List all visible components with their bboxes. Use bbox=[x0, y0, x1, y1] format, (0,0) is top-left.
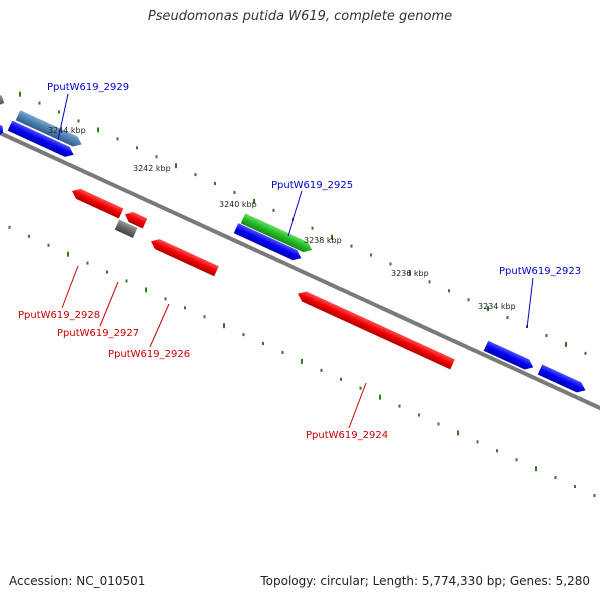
gene-blue-upper-left-shape bbox=[7, 120, 74, 157]
gene-leader-line bbox=[57, 93, 69, 141]
tick-label: 3234 kbp bbox=[478, 302, 516, 311]
gene-leader-line bbox=[348, 382, 367, 429]
gene-blue-upper-left bbox=[7, 120, 74, 157]
gene-label: PputW619_2925 bbox=[271, 180, 353, 191]
tick-label: 3240 kbp bbox=[219, 200, 257, 209]
gene-leader-line bbox=[61, 265, 79, 309]
genome-backbone bbox=[0, 130, 600, 411]
gene-pputw619-2927-shape bbox=[114, 219, 138, 238]
tick-label: 3242 kbp bbox=[133, 164, 171, 173]
gene-leader-line bbox=[149, 303, 170, 348]
gene-blue-edge bbox=[0, 123, 4, 137]
gene-blue-edge-shape bbox=[0, 123, 4, 137]
backbone-line bbox=[0, 130, 600, 411]
gene-blue-right bbox=[537, 364, 586, 393]
gene-pputw619-2926-shape bbox=[151, 239, 219, 277]
gene-callouts: PputW619_2929PputW619_2925PputW619_2923P… bbox=[18, 82, 581, 441]
gene-pputw619-2925-shape bbox=[240, 213, 313, 253]
tick-marks bbox=[8, 91, 596, 497]
gene-gray-upper-left bbox=[0, 90, 5, 106]
tick-label: 3238 kbp bbox=[304, 236, 342, 245]
gene-pputw619-2926 bbox=[151, 239, 219, 277]
gene-blue-2925-pair-shape bbox=[233, 223, 302, 261]
gene-leader-line bbox=[99, 281, 119, 327]
gene-pputw619-2923-shape bbox=[483, 340, 534, 370]
gene-blue-right-shape bbox=[537, 364, 586, 393]
map-title: Pseudomonas putida W619, complete genome bbox=[147, 9, 453, 24]
gene-label: PputW619_2927 bbox=[57, 328, 139, 339]
tick-labels: 3244 kbp 3242 kbp 3240 kbp 3238 kbp 3236 kbp… bbox=[48, 126, 516, 311]
gene-pputw619-2929 bbox=[15, 110, 82, 147]
gene-label: PputW619_2926 bbox=[108, 349, 190, 360]
topology-label: Topology: circular; Length: 5,774,330 bp… bbox=[260, 574, 590, 588]
gene-label: PputW619_2929 bbox=[47, 82, 129, 93]
gene-label: PputW619_2928 bbox=[18, 310, 100, 321]
gene-label: PputW619_2924 bbox=[306, 430, 388, 441]
gene-pputw619-2923 bbox=[483, 340, 534, 370]
tick-label: 3244 kbp bbox=[48, 126, 86, 135]
gene-leader-line bbox=[526, 277, 534, 329]
gene-pputw619-2928 bbox=[72, 188, 124, 219]
gene-blue-2925-pair bbox=[233, 223, 302, 261]
gene-pputw619-2925 bbox=[240, 213, 313, 253]
gene-features bbox=[0, 90, 586, 393]
gene-pputw619-2929-shape bbox=[15, 110, 82, 147]
gene-label: PputW619_2923 bbox=[499, 266, 581, 277]
gene-pputw619-2924 bbox=[298, 291, 455, 370]
gene-red-small-shape bbox=[125, 212, 148, 229]
gene-pputw619-2924-shape bbox=[298, 291, 455, 370]
tick-label: 3236 kbp bbox=[391, 269, 429, 278]
accession-label: Accession: NC_010501 bbox=[9, 574, 146, 588]
gene-gray-upper-left-shape bbox=[0, 90, 5, 106]
gene-pputw619-2927 bbox=[114, 219, 138, 238]
gene-leader-line bbox=[287, 190, 303, 237]
gene-red-small bbox=[125, 212, 148, 229]
gene-pputw619-2928-shape bbox=[72, 188, 124, 219]
